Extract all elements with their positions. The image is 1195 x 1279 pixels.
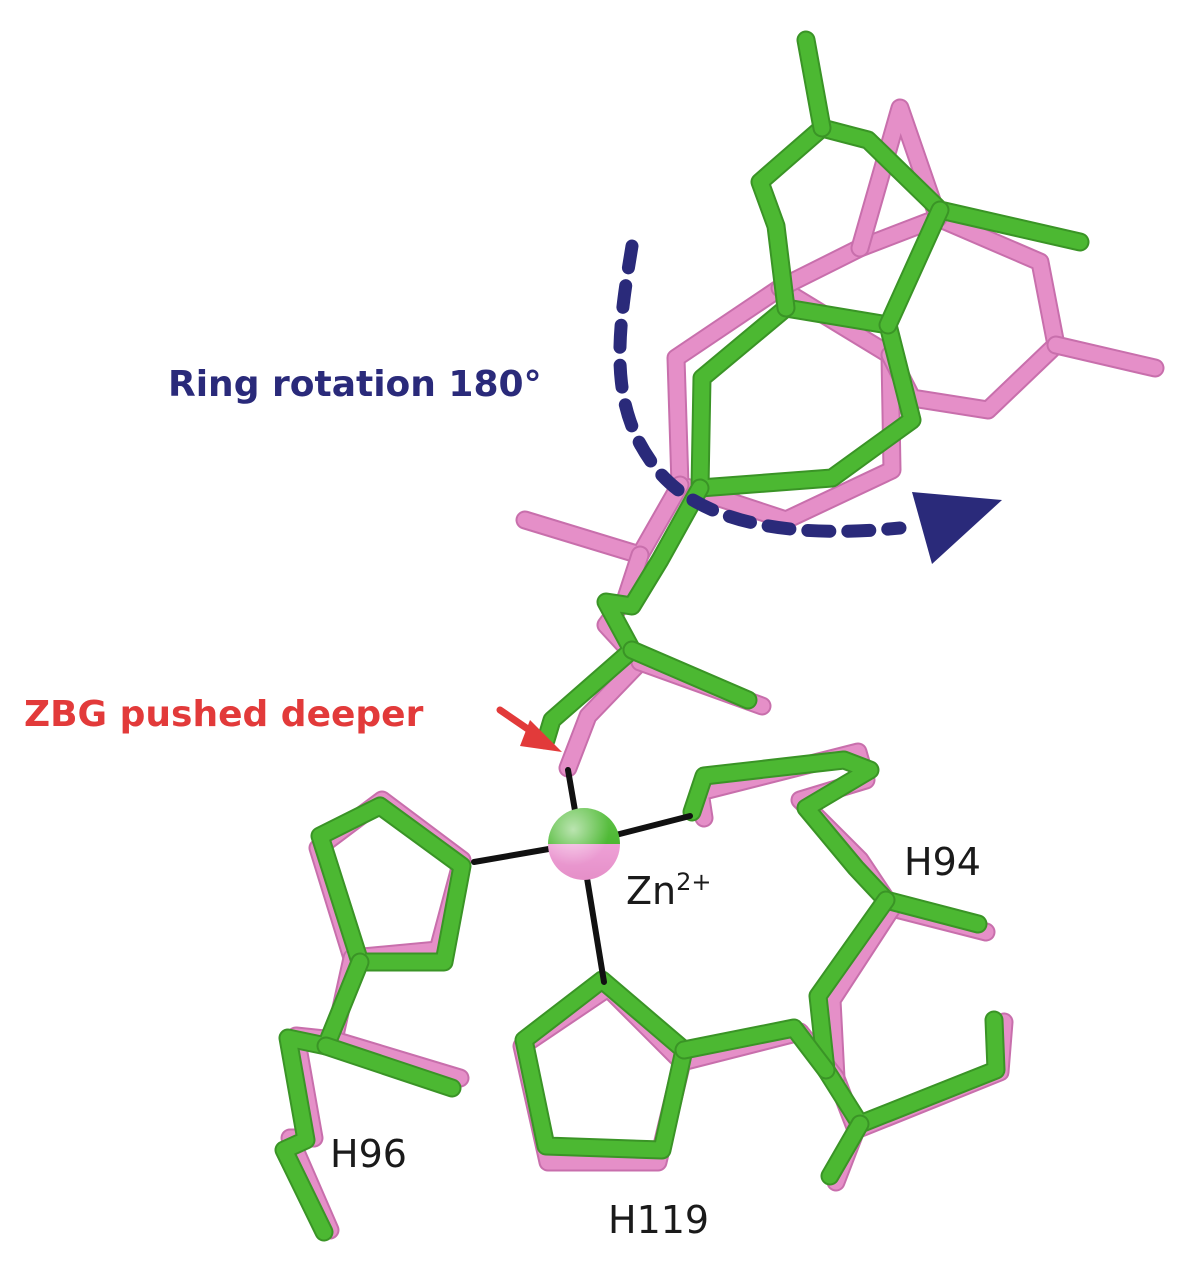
zbg-arrowhead xyxy=(520,720,562,752)
green-h119 xyxy=(514,970,836,1160)
zbg-arrow xyxy=(496,706,562,752)
zn-ion-sphere xyxy=(548,808,620,880)
ring-rotation-arrow xyxy=(613,239,1002,564)
pink-structure xyxy=(280,98,1165,1240)
ring-rotation-label: Ring rotation 180° xyxy=(168,364,542,405)
zinc-symbol: Zn xyxy=(626,869,677,913)
pink-ligand-rings xyxy=(666,98,1165,530)
zn-bond-h119 xyxy=(583,869,607,985)
zbg-label: ZBG pushed deeper xyxy=(24,694,424,735)
residue-label-h119: H119 xyxy=(608,1198,710,1242)
residue-label-h96: H96 xyxy=(330,1132,407,1176)
zinc-charge: 2+ xyxy=(676,868,712,896)
residue-label-h94: H94 xyxy=(904,840,981,884)
green-h94 xyxy=(682,750,1006,1186)
green-h96 xyxy=(274,796,472,1242)
green-structure xyxy=(274,30,1090,1242)
green-ligand-linker xyxy=(536,478,758,750)
pink-ligand-linker xyxy=(515,475,772,778)
green-ligand-rings xyxy=(690,30,1090,498)
ring-rotation-arrowhead xyxy=(912,492,1002,564)
zinc-ion-label: Zn2+ xyxy=(626,868,712,913)
